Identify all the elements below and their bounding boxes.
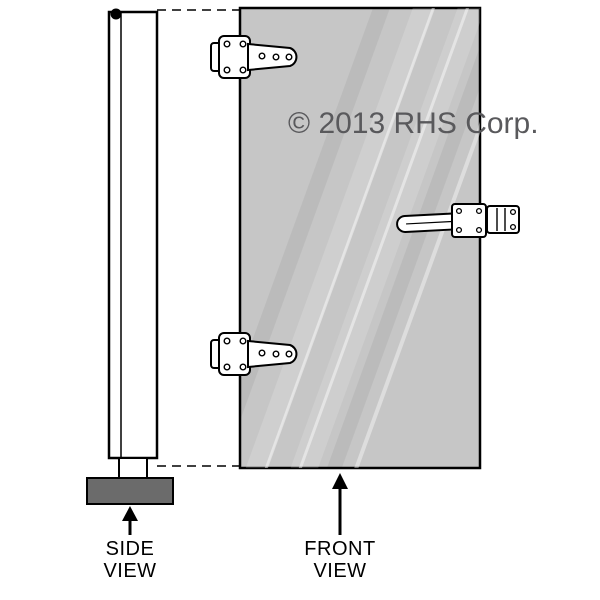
door-reflection-streaks <box>240 8 480 468</box>
screw <box>455 226 463 234</box>
screw <box>475 226 483 234</box>
side-view-door-slab <box>107 10 159 460</box>
side-view-label-line1: SIDE <box>106 538 155 560</box>
hinge-pin-dot <box>110 8 122 20</box>
front-view-arrow-head <box>332 473 348 489</box>
side-view-callout: SIDE VIEW <box>103 506 156 582</box>
side-view <box>86 8 174 505</box>
side-view-foot <box>118 457 148 479</box>
screw <box>509 208 517 216</box>
front-view-label-line2: VIEW <box>313 560 366 582</box>
side-view-threshold-base <box>86 477 174 505</box>
front-view: © 2013 RHS Corp. <box>210 6 539 470</box>
handle-detail-line <box>406 220 453 225</box>
screw <box>475 207 483 215</box>
side-view-label-line2: VIEW <box>103 560 156 582</box>
side-view-arrow-head <box>122 506 138 521</box>
screw <box>455 207 463 215</box>
screw <box>509 223 517 231</box>
door-panel <box>238 6 482 470</box>
door-latch <box>396 203 520 238</box>
front-view-label-line1: FRONT <box>304 538 375 560</box>
copyright-text: © 2013 RHS Corp. <box>288 107 539 140</box>
front-view-callout: FRONT VIEW <box>304 473 375 582</box>
